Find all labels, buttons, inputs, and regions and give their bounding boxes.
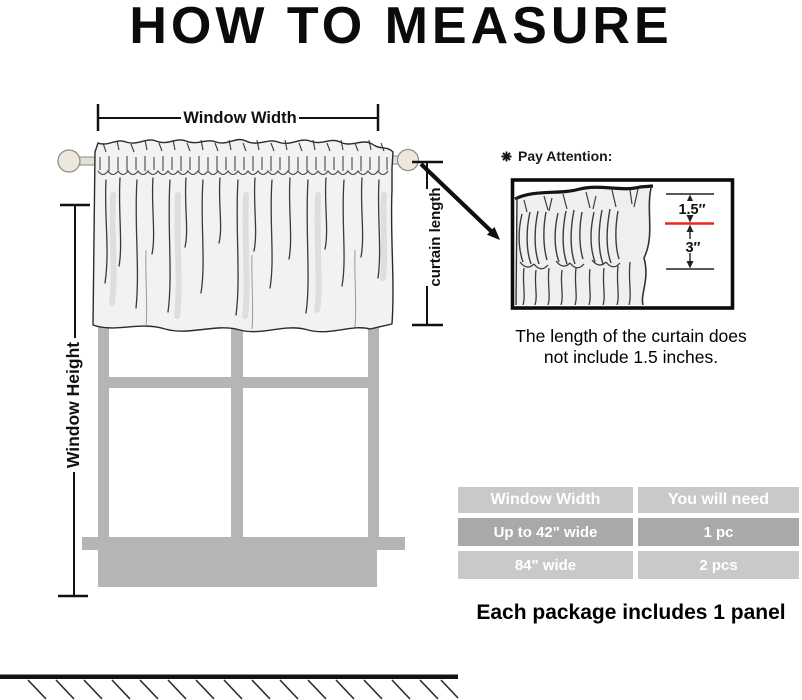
- table-header-window-width: Window Width: [458, 487, 633, 513]
- curtain-length-label: curtain length: [427, 187, 444, 286]
- window-apron: [98, 550, 377, 587]
- curtain-length-measure: curtain length: [412, 160, 444, 327]
- window-center-post: [231, 300, 243, 540]
- page-title: HOW TO MEASURE: [129, 0, 673, 55]
- ground: [0, 674, 459, 700]
- window-right-post: [368, 300, 379, 540]
- table-header-you-will-need: You will need: [638, 487, 799, 513]
- left-finial: [57, 149, 81, 173]
- sizing-table: Window Width You will need Up to 42" wid…: [458, 487, 799, 579]
- package-note: Each package includes 1 panel: [476, 601, 786, 624]
- upper-measure-label: 1.5″: [678, 202, 705, 218]
- window-height-label: Window Height: [63, 342, 83, 468]
- window-sill: [82, 537, 405, 550]
- ground-hatching: [27, 679, 459, 700]
- pay-attention-label: Pay Attention:: [518, 148, 613, 164]
- caption-line-1: The length of the curtain does: [515, 326, 747, 346]
- detail-box: 1.5″ 3″: [510, 178, 735, 310]
- lower-measure-label: 3″: [685, 240, 700, 256]
- callout-arrow: [419, 162, 500, 240]
- curtain-illustration: [92, 138, 394, 333]
- table-cell-width-row2: 84" wide: [458, 551, 633, 579]
- window-left-post: [98, 300, 109, 540]
- pay-attention-note: Pay Attention:: [501, 148, 612, 164]
- detail-measure-annotation: 1.5″ 3″: [665, 193, 714, 270]
- table-cell-qty-row2: 2 pcs: [638, 551, 799, 579]
- table-cell-width-row1: Up to 42" wide: [458, 518, 633, 546]
- window-width-measure: Window Width: [96, 104, 380, 131]
- window-height-measure: Window Height: [58, 203, 90, 598]
- star-icon: [501, 150, 512, 162]
- window-crossbar: [98, 377, 379, 388]
- window-width-label: Window Width: [183, 109, 296, 127]
- detail-curtain-closeup: [514, 184, 654, 306]
- table-cell-qty-row1: 1 pc: [638, 518, 799, 546]
- curtain-rod: [57, 148, 420, 173]
- window-frame: [82, 300, 405, 587]
- right-finial: [396, 148, 420, 172]
- ground-line: [0, 674, 458, 679]
- caption-line-2: not include 1.5 inches.: [543, 347, 719, 367]
- curtain-length-caption: The length of the curtain does not inclu…: [480, 326, 782, 368]
